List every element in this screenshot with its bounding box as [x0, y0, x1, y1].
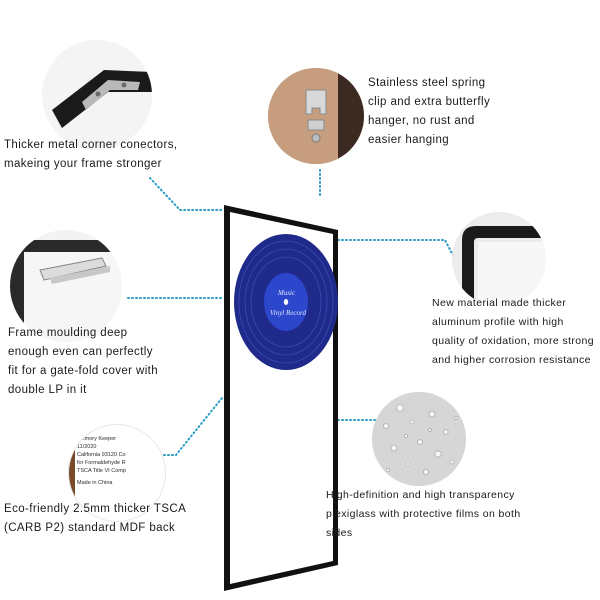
sticker-line: for Formaldehyde R [77, 460, 126, 466]
mdf-back-image: Memory Keeper 11/2020 California 93120 C… [68, 424, 166, 522]
aluminum-profile-icon [462, 226, 546, 306]
connector-aluminum [337, 239, 459, 266]
mdf-edge [69, 443, 75, 503]
corner-connector-icon [52, 70, 152, 128]
mdf-sticker: Memory Keeper 11/2020 California 93120 C… [77, 435, 126, 487]
sticker-line: TSCA Title VI Comp [77, 468, 126, 474]
plexiglass-text: High-definition and high transparency pl… [326, 489, 521, 539]
sticker-line: Made in China [77, 480, 113, 486]
aluminum-profile-image [452, 212, 546, 306]
mdf-back-text: Eco-friendly 2.5mm thicker TSCA (CARB P2… [4, 503, 187, 534]
record-label-subtitle-overlay: Vinyl Record [270, 309, 306, 317]
corner-connectors-text: Thicker metal corner conectors, makeing … [4, 139, 178, 170]
sticker-line: 11/2020 [77, 444, 97, 450]
corner-connector-image [42, 40, 152, 150]
spring-clip-image [268, 68, 364, 164]
connector-corner [149, 177, 223, 211]
frame-moulding-image [10, 230, 122, 342]
plexiglass-image [372, 392, 466, 486]
record-label-title-overlay: Music [278, 289, 296, 297]
frame-moulding-text: Frame moulding deep enough even can perf… [8, 327, 159, 396]
sticker-line: Memory Keeper [77, 436, 117, 442]
spring-clip-icon [268, 68, 364, 164]
aluminum-profile-text: New material made thicker aluminum profi… [432, 297, 595, 366]
spring-clip-text: Stainless steel spring clip and extra bu… [368, 77, 491, 146]
water-droplets-icon [372, 392, 466, 486]
connector-mdf [131, 397, 223, 456]
sticker-line: California 93120 Co [77, 452, 126, 458]
